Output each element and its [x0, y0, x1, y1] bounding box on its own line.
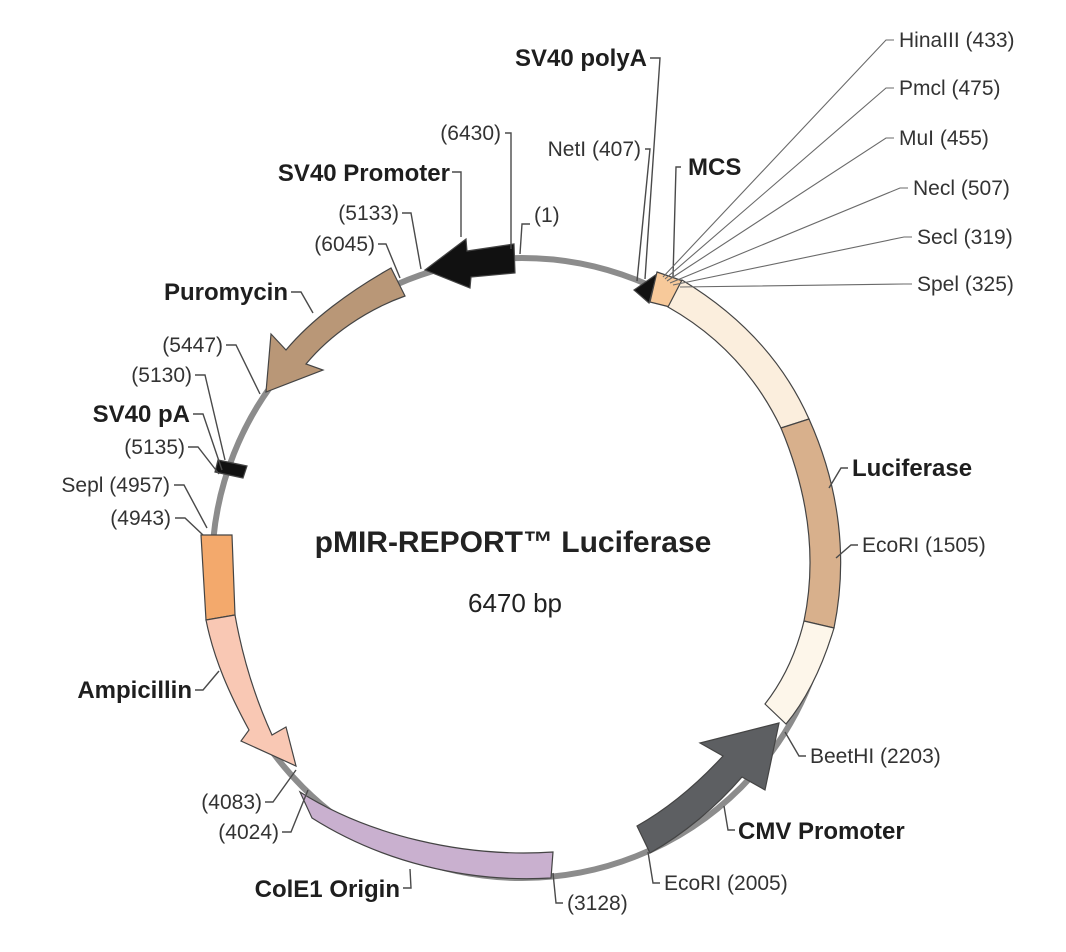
- p5130-leader: [195, 374, 226, 461]
- neti-label: NetI (407): [548, 138, 641, 161]
- sepi-label: Sepl (4957): [61, 474, 170, 497]
- pos-6430-label: (6430): [440, 122, 501, 145]
- p4083-leader: [265, 769, 297, 803]
- neti-leader: [636, 148, 651, 282]
- cmv-promoter-arrow: [636, 722, 780, 854]
- ampicillin-leader: [195, 670, 220, 691]
- spei-line: [679, 283, 912, 288]
- p4024-leader: [282, 789, 309, 833]
- puromycin-label: Puromycin: [164, 279, 288, 306]
- pmci-label: Pmcl (475): [899, 77, 1001, 100]
- p5135-leader: [188, 446, 220, 475]
- puromycin-leader: [291, 291, 314, 314]
- mlui-line: [666, 137, 894, 282]
- mlui-label: MuI (455): [899, 127, 989, 150]
- pos-3128-label: (3128): [567, 892, 628, 915]
- ampicillin-arrow: [205, 614, 297, 768]
- pmci-line: [664, 87, 894, 280]
- luciferase-leader: [828, 467, 848, 489]
- cole1-leader: [403, 868, 412, 889]
- sv40-pa-label: SV40 pA: [93, 401, 190, 428]
- cole1-origin-block: [298, 790, 554, 880]
- p4943-leader: [175, 517, 204, 536]
- ampicillin-block-orange: [200, 534, 236, 621]
- beethi-leader: [784, 731, 806, 757]
- ecori-1505-label: EcoRI (1505): [862, 534, 986, 557]
- beethi-label: BeetHI (2203): [810, 745, 941, 768]
- ecori-2005-label: EcoRI (2005): [664, 872, 788, 895]
- ecori-2005-leader: [647, 851, 660, 884]
- sv40-polya-label: SV40 polyA: [515, 45, 647, 72]
- ecori-1505-leader: [835, 544, 858, 559]
- neci-line: [669, 187, 908, 284]
- luciferase-segment-2: [780, 418, 842, 629]
- pos-5447-label: (5447): [162, 334, 223, 357]
- p6045-leader: [378, 243, 401, 279]
- luciferase-segment-3: [764, 620, 835, 725]
- spei-label: Spel (325): [917, 273, 1014, 296]
- puromycin-arrow: [265, 267, 406, 393]
- p5447-leader: [226, 344, 261, 395]
- pos-1-label: (1): [534, 204, 560, 227]
- pos-6045-label: (6045): [314, 233, 375, 256]
- pos-5133-top-label: (5133): [338, 202, 399, 225]
- hindiii-label: HinaIII (433): [899, 29, 1015, 52]
- cole1-origin-label: ColE1 Origin: [255, 876, 400, 903]
- sepi-leader: [174, 484, 208, 529]
- ampicillin-label: Ampicillin: [77, 677, 192, 704]
- p3128-leader: [552, 872, 563, 904]
- pos-5130-label: (5130): [131, 364, 192, 387]
- pos-4024-label: (4024): [218, 821, 279, 844]
- seci-label: Secl (319): [917, 226, 1013, 249]
- hindiii-line: [662, 39, 894, 278]
- p5133-top-leader: [402, 212, 422, 270]
- sv40-promoter-label: SV40 Promoter: [278, 160, 450, 187]
- sv40-pa-leader: [193, 413, 223, 471]
- sv40-pa-block: [214, 459, 248, 479]
- luciferase-segment-1: [667, 279, 810, 429]
- mcs-leader: [672, 166, 681, 278]
- neci-label: Necl (507): [913, 177, 1010, 200]
- pos-5135-label: (5135): [124, 436, 185, 459]
- seci-line: [672, 236, 912, 286]
- sv40-polya-leader: [644, 57, 661, 280]
- pos-4943-label: (4943): [110, 507, 171, 530]
- sv40-promoter-leader: [452, 171, 462, 237]
- mcs-label: MCS: [688, 154, 741, 181]
- plasmid-name: pMIR-REPORT™ Luciferase: [315, 526, 712, 559]
- luciferase-label: Luciferase: [852, 455, 972, 482]
- plasmid-size: 6470 bp: [468, 588, 562, 618]
- p1-leader: [519, 223, 530, 255]
- cmv-promoter-label: CMV Promoter: [738, 818, 905, 845]
- p6430-leader: [505, 132, 512, 249]
- cmv-promoter-leader: [723, 805, 735, 831]
- pos-4083-label: (4083): [201, 791, 262, 814]
- sv40-promoter-arrow: [423, 237, 516, 289]
